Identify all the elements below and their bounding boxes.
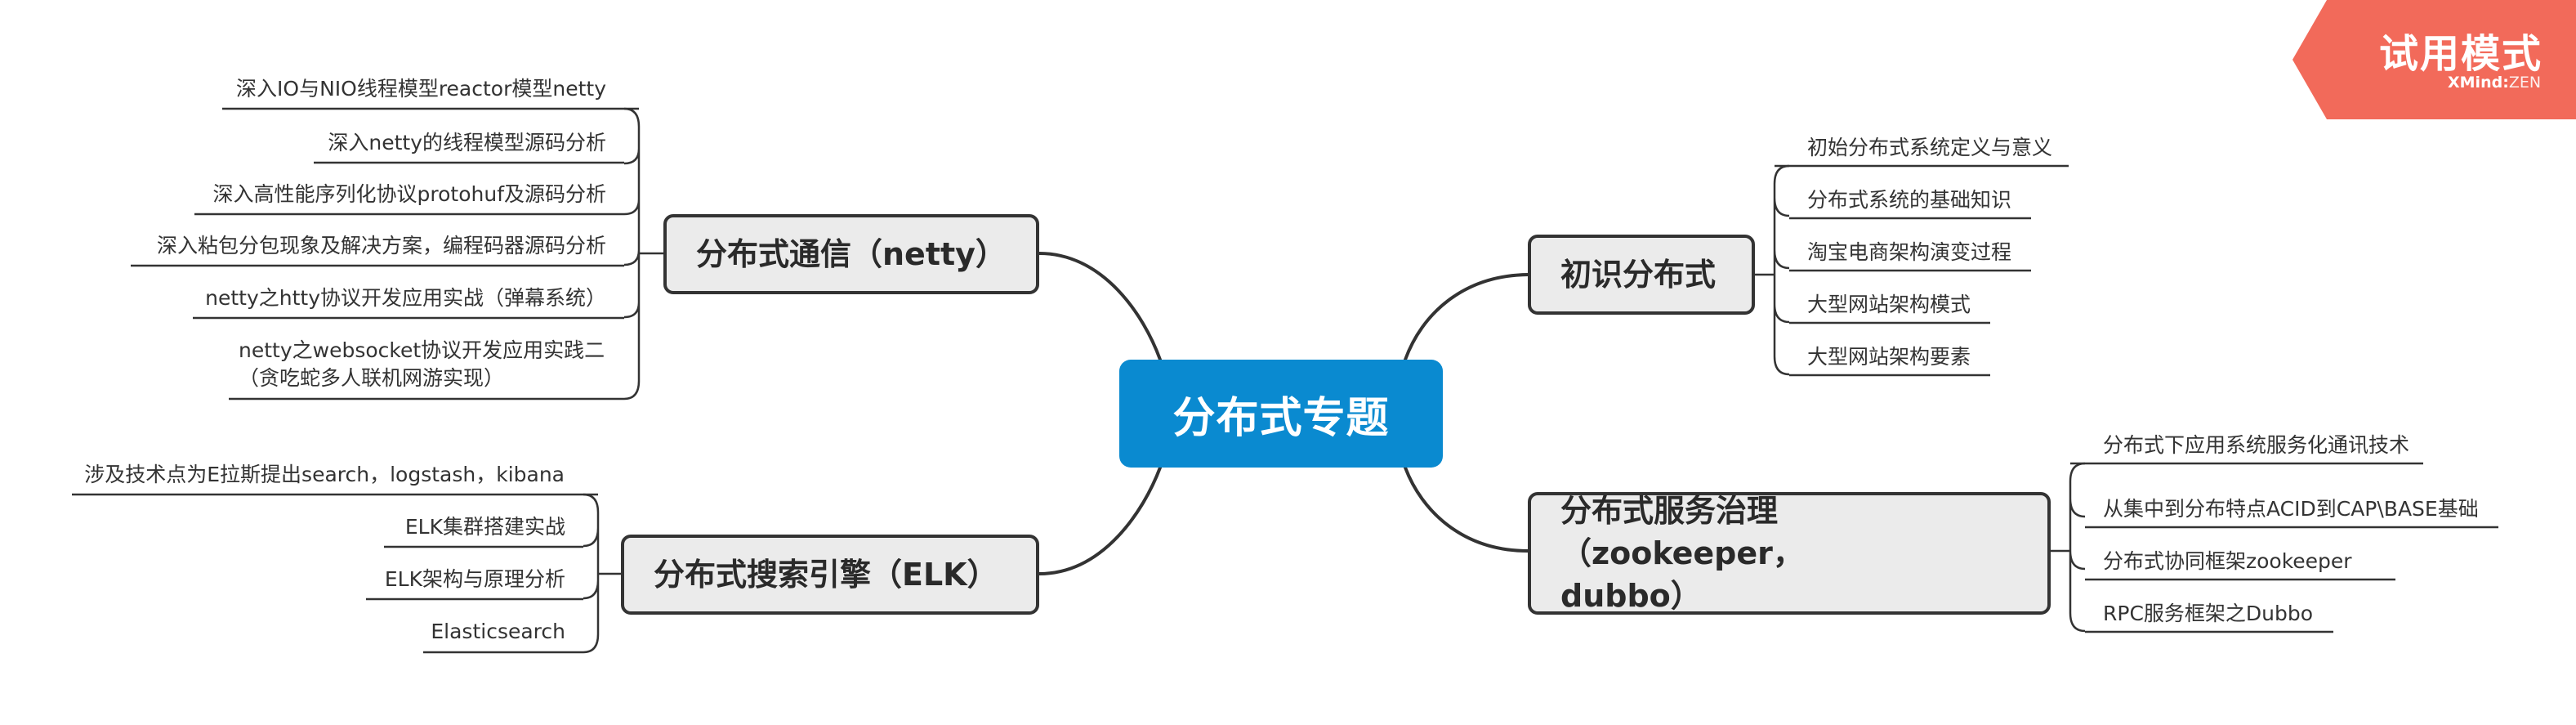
leaf-item[interactable]: 涉及技术点为E拉斯提出search，logstash，kibana [84, 463, 565, 486]
leaf-item-multiline[interactable]: netty之websocket协议开发应用实践二 （贪吃蛇多人联机网游实现） [239, 337, 605, 392]
connector-b1-leaves [1755, 164, 1790, 376]
connector-center-to-b4 [1038, 466, 1162, 575]
branch-search-engine[interactable]: 分布式搜索引擎（ELK） [621, 535, 1039, 615]
leaf-line-1: netty之websocket协议开发应用实践二 [239, 338, 605, 362]
branch-label-line-2: dubbo） [1560, 578, 1702, 614]
leaf-item[interactable]: netty之htty协议开发应用实战（弹幕系统） [205, 286, 606, 310]
branch-distributed-communication[interactable]: 分布式通信（netty） [663, 214, 1039, 294]
trial-mode-label: 试用模式 [2379, 31, 2543, 77]
branch-label-line-1: 分布式服务治理（zookeeper， [1560, 493, 1804, 571]
connector-b3-leaves [623, 107, 663, 401]
leaf-item[interactable]: 从集中到分布特点ACID到CAP\BASE基础 [2103, 497, 2479, 521]
branch-intro-distributed[interactable]: 初识分布式 [1528, 235, 1755, 315]
leaf-item[interactable]: 深入高性能序列化协议protohuf及源码分析 [212, 182, 606, 206]
leaf-item[interactable]: 初始分布式系统定义与意义 [1807, 136, 2053, 159]
leaf-item[interactable]: 深入IO与NIO线程模型reactor模型netty [236, 77, 606, 101]
connector-center-to-b2 [1404, 466, 1529, 553]
xmind-zen-logo: XMind:ZEN [2448, 74, 2542, 92]
leaf-item[interactable]: 分布式系统的基础知识 [1807, 188, 2012, 212]
leaf-line-2: （贪吃蛇多人联机网游实现） [239, 366, 505, 390]
leaf-item[interactable]: 深入netty的线程模型源码分析 [328, 131, 606, 154]
trial-mode-badge[interactable] [2293, 0, 2576, 119]
brand-edition: ZEN [2508, 74, 2542, 92]
connector-b4-leaves [583, 493, 621, 654]
central-topic[interactable]: 分布式专题 [1119, 360, 1443, 468]
leaf-item[interactable]: ELK架构与原理分析 [384, 567, 565, 591]
leaf-item[interactable]: 分布式协同框架zookeeper [2103, 549, 2352, 573]
brand-name: XMind [2448, 74, 2503, 92]
connector-center-to-b3 [1038, 252, 1162, 361]
leaf-item[interactable]: 大型网站架构要素 [1807, 345, 1971, 369]
branch-service-governance[interactable]: 分布式服务治理（zookeeper， dubbo） [1528, 492, 2051, 615]
connector-b2-leaves [2051, 462, 2086, 633]
leaf-item[interactable]: 大型网站架构模式 [1807, 293, 1971, 316]
leaf-item[interactable]: ELK集群搭建实战 [404, 515, 565, 539]
leaf-item[interactable]: Elasticsearch [431, 620, 565, 643]
leaf-item[interactable]: 深入粘包分包现象及解决方案，编程码器源码分析 [156, 234, 606, 257]
connector-center-to-b1 [1404, 273, 1529, 361]
leaf-item[interactable]: 分布式下应用系统服务化通讯技术 [2103, 433, 2410, 457]
leaf-item[interactable]: 淘宝电商架构演变过程 [1807, 240, 2012, 264]
leaf-item[interactable]: RPC服务框架之Dubbo [2103, 602, 2314, 625]
